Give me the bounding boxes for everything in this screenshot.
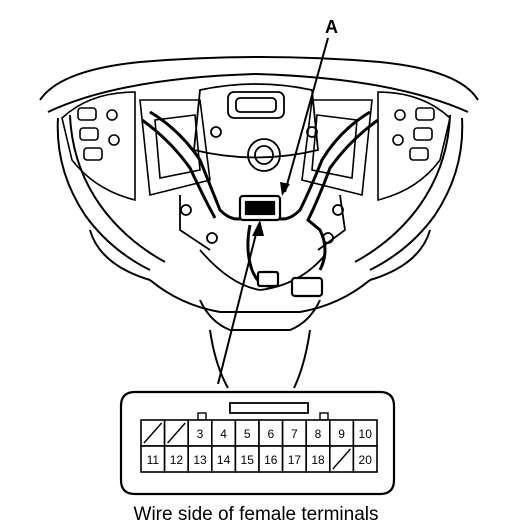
pin-label: 9: [338, 427, 345, 441]
connector-key: [197, 412, 207, 421]
left-switch-panel: [61, 91, 211, 202]
pin-label: 10: [359, 427, 373, 441]
connector-lock-tab: [229, 402, 309, 414]
connector-pin-4: 4: [211, 419, 237, 447]
pin-label: 5: [244, 427, 251, 441]
hub-center: [179, 83, 346, 291]
pin-unused-mark: [167, 422, 186, 444]
connector-pin-16: 16: [258, 445, 284, 473]
pin-label: 14: [217, 453, 231, 467]
pin-label: 12: [170, 453, 184, 467]
pin-label: 3: [197, 427, 204, 441]
connector-pin-1: [140, 419, 166, 447]
connector-pin-3: 3: [187, 419, 213, 447]
connector-pin-2: [163, 419, 190, 447]
connector-pin-8: 8: [305, 419, 331, 447]
pin-label: 15: [241, 453, 255, 467]
pin-label: 8: [315, 427, 322, 441]
connector-pin-19: [328, 445, 355, 473]
connector-leader: [217, 225, 259, 385]
connector-pin-11: 11: [140, 445, 166, 473]
pin-label: 17: [288, 453, 302, 467]
connector-pin-13: 13: [187, 445, 213, 473]
pin-label: 4: [220, 427, 227, 441]
connector-key: [319, 412, 329, 421]
pin-label: 13: [193, 453, 207, 467]
callout-a-arrowhead: [280, 182, 290, 196]
connector-a: [238, 194, 324, 298]
connector-pin-5: 5: [234, 419, 260, 447]
connector-pin-10: 10: [352, 419, 378, 447]
connector-pin-6: 6: [258, 419, 284, 447]
pin-label: 20: [359, 453, 373, 467]
connector-pin-20: 20: [352, 445, 378, 473]
connector-pin-9: 9: [328, 419, 355, 447]
connector-pin-14: 14: [211, 445, 237, 473]
pin-label: 18: [311, 453, 325, 467]
pin-label: 6: [267, 427, 274, 441]
pin-label: 11: [147, 453, 160, 467]
pin-unused-mark: [332, 448, 351, 470]
pin-label: 16: [264, 453, 278, 467]
callout-a-leader: [284, 37, 329, 193]
connector-pin-12: 12: [163, 445, 190, 473]
connector-pin-17: 17: [281, 445, 308, 473]
connector-pin-7: 7: [281, 419, 308, 447]
connector-face: 3 4 5 6 7 8 9 10 11 12 13 14 15 16 17 18 20: [119, 390, 396, 496]
caption: Wire side of female terminals: [133, 504, 379, 525]
connector-pin-15: 15: [234, 445, 260, 473]
steering-wheel: [39, 56, 479, 389]
right-switch-panel: [301, 91, 451, 202]
pin-unused-mark: [143, 422, 163, 444]
connector-leader-arrowhead: [252, 220, 264, 236]
pin-label: 7: [291, 427, 298, 441]
connector-pin-18: 18: [305, 445, 331, 473]
callout-label: A: [325, 17, 338, 37]
